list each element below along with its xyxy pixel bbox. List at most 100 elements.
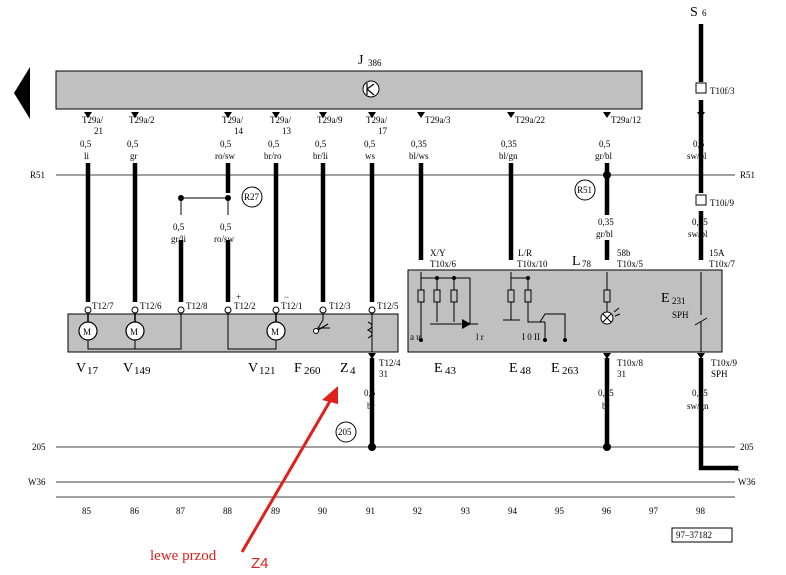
- pin-92: T29a/3 0,35 bl/ws: [409, 115, 451, 161]
- col-96: 96: [602, 506, 612, 516]
- badge-205-label: 205: [338, 427, 352, 437]
- pin-89: T29a/ 13 0,5 br/ro: [264, 115, 292, 161]
- w91-gauge: 0,5: [364, 388, 376, 398]
- t10f3-label: T10f/3: [710, 86, 735, 96]
- svg-text:4: 4: [350, 365, 356, 377]
- switch-f260-icon: [313, 323, 329, 334]
- svg-text:T29a/3: T29a/3: [425, 115, 451, 125]
- w98-gauge: 0,35: [692, 217, 708, 227]
- svg-text:0,5: 0,5: [693, 139, 705, 149]
- t10x5-label: T10x/5: [617, 259, 643, 269]
- sph2-label: SPH: [711, 369, 728, 379]
- svg-text:0,5: 0,5: [80, 139, 92, 149]
- svg-text:17: 17: [378, 126, 388, 136]
- svg-text:E: E: [434, 361, 443, 376]
- l78-sub: 78: [582, 259, 592, 269]
- ref-box: [671, 527, 733, 543]
- au-label: a u: [410, 332, 421, 342]
- pin-markers: [84, 112, 705, 118]
- s6-sub: 6: [702, 8, 707, 18]
- t10x10-label: T10x/10: [517, 259, 548, 269]
- t121-label: T12/1: [281, 301, 303, 311]
- motor-v17-icon: M: [78, 313, 98, 341]
- svg-text:T29a/22: T29a/22: [515, 115, 545, 125]
- svg-text:ro/sw: ro/sw: [215, 151, 236, 161]
- e231-sub: 231: [672, 296, 686, 306]
- diode-icon: [462, 319, 471, 329]
- junction-88: [225, 195, 231, 201]
- minus-sign: −: [284, 292, 289, 302]
- r27-badge: [241, 186, 263, 208]
- t123-label: T12/3: [329, 301, 351, 311]
- svg-text:T29a/: T29a/: [366, 115, 387, 125]
- col-97: 97: [649, 506, 659, 516]
- junction-96: [603, 171, 611, 179]
- col-86: 86: [130, 506, 140, 516]
- j386-label: J: [358, 53, 364, 68]
- pin-85: T29a/ 21 0,5 li: [80, 115, 103, 161]
- svg-text:263: 263: [562, 365, 579, 377]
- svg-text:br/ro: br/ro: [264, 151, 282, 161]
- right-box-nodes: [419, 276, 567, 342]
- pin-88: T29a/ 14 0,5 ro/sw: [215, 115, 244, 161]
- annotation-tag: Z4: [251, 555, 269, 572]
- svg-text:ws: ws: [365, 151, 375, 161]
- x-label: x: [735, 463, 740, 473]
- lr-label: L/R: [518, 248, 532, 258]
- t127-label: T12/7: [92, 301, 114, 311]
- n31b-label: 31: [617, 369, 626, 379]
- pin-t10x8-marker: [603, 353, 611, 359]
- i0ii-label: I 0 II: [522, 332, 540, 342]
- motor-v121-icon: M: [266, 313, 286, 341]
- col-90: 90: [318, 506, 328, 516]
- w98b-gauge: 0,35: [692, 388, 708, 398]
- t10x7-label: T10x/7: [709, 259, 735, 269]
- junction-87: [178, 195, 184, 201]
- col-92: 92: [413, 506, 422, 516]
- svg-text:121: 121: [259, 365, 276, 377]
- svg-text:0,5: 0,5: [220, 139, 232, 149]
- svg-text:T29a/: T29a/: [270, 115, 291, 125]
- w96b-gauge: 0,35: [598, 388, 614, 398]
- svg-text:M: M: [83, 327, 91, 337]
- col-98: 98: [696, 506, 706, 516]
- lamp-l78-icon: [600, 307, 621, 325]
- j386-sub: 386: [368, 58, 382, 68]
- pin-91: T29a/ 17 0,5 ws: [364, 115, 388, 161]
- svg-text:149: 149: [134, 365, 151, 377]
- annotation-arrow: [240, 386, 338, 553]
- top-pin-labels: T29a/ 21 0,5 li T29a/2 0,5 gr T29a/ 14 0…: [80, 115, 707, 161]
- svg-text:14: 14: [234, 126, 244, 136]
- top-wires: [85, 24, 704, 302]
- r51-badge: [574, 179, 596, 201]
- svg-text:M: M: [271, 327, 279, 337]
- t124-label: T12/4: [379, 358, 401, 368]
- svg-text:V: V: [76, 361, 86, 376]
- svg-text:F: F: [294, 361, 302, 376]
- pin-t124-marker: [368, 353, 376, 359]
- left-box-internal: [87, 313, 373, 352]
- col-95: 95: [555, 506, 565, 516]
- t128-label: T12/8: [186, 301, 208, 311]
- l78-label: L: [572, 254, 581, 269]
- right-box-internal: [417, 272, 708, 352]
- wire-98-bottom: [698, 358, 738, 471]
- ref-number: 97–37182: [676, 530, 712, 540]
- svg-text:21: 21: [94, 126, 103, 136]
- pin-94: T29a/22 0,35 bl/gn: [499, 115, 545, 161]
- comp-z4: Z 4: [340, 361, 356, 377]
- pin-t10x9-marker: [697, 353, 705, 359]
- svg-text:Z: Z: [340, 361, 349, 376]
- rail-205-left-label: 205: [32, 442, 46, 452]
- col-91: 91: [366, 506, 375, 516]
- svg-text:48: 48: [520, 365, 532, 377]
- comp-e48: E 48: [509, 361, 532, 377]
- comp-e263: E 263: [551, 361, 579, 377]
- t10x8-label: T10x/8: [617, 358, 643, 368]
- svg-text:sw/bl: sw/bl: [687, 151, 707, 161]
- svg-text:T29a/9: T29a/9: [317, 115, 343, 125]
- junction-96-205: [603, 443, 611, 451]
- svg-text:0,5: 0,5: [599, 139, 611, 149]
- col-94: 94: [508, 506, 518, 516]
- svg-text:T29a/: T29a/: [82, 115, 103, 125]
